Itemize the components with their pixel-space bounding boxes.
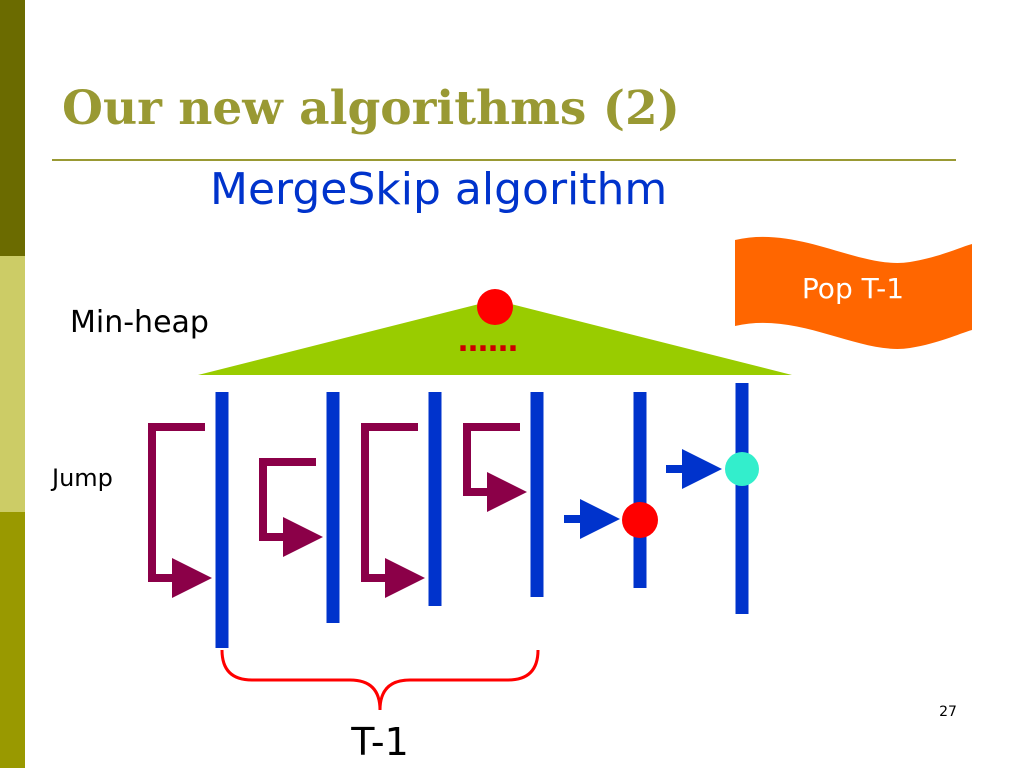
min-heap-triangle [198, 300, 792, 375]
jump-label: Jump [50, 464, 113, 492]
jump-arrow-2 [259, 458, 323, 557]
slide-title: Our new algorithms (2) [62, 81, 680, 136]
brace-label: T-1 [350, 720, 409, 764]
accent-bar-bottom-segment [0, 512, 25, 768]
heap-ellipsis: …… [458, 324, 518, 359]
accent-bar-middle-segment [0, 256, 25, 512]
jump-arrow-3 [361, 423, 425, 598]
title-underline [52, 159, 956, 161]
red-position-marker [622, 502, 658, 538]
cyan-position-marker [725, 452, 759, 486]
pop-flag-banner [735, 236, 972, 349]
accent-bar-top-segment [0, 0, 25, 256]
min-heap-label: Min-heap [70, 305, 209, 340]
jump-arrow-1 [148, 423, 212, 598]
heap-top-red-marker [477, 289, 513, 325]
t-minus-1-brace [220, 649, 540, 711]
slide-subtitle: MergeSkip algorithm [210, 164, 668, 215]
left-accent-bar [0, 0, 25, 768]
pop-flag-label: Pop T-1 [802, 272, 904, 305]
page-number: 27 [939, 704, 957, 720]
jump-arrow-4 [463, 423, 527, 512]
